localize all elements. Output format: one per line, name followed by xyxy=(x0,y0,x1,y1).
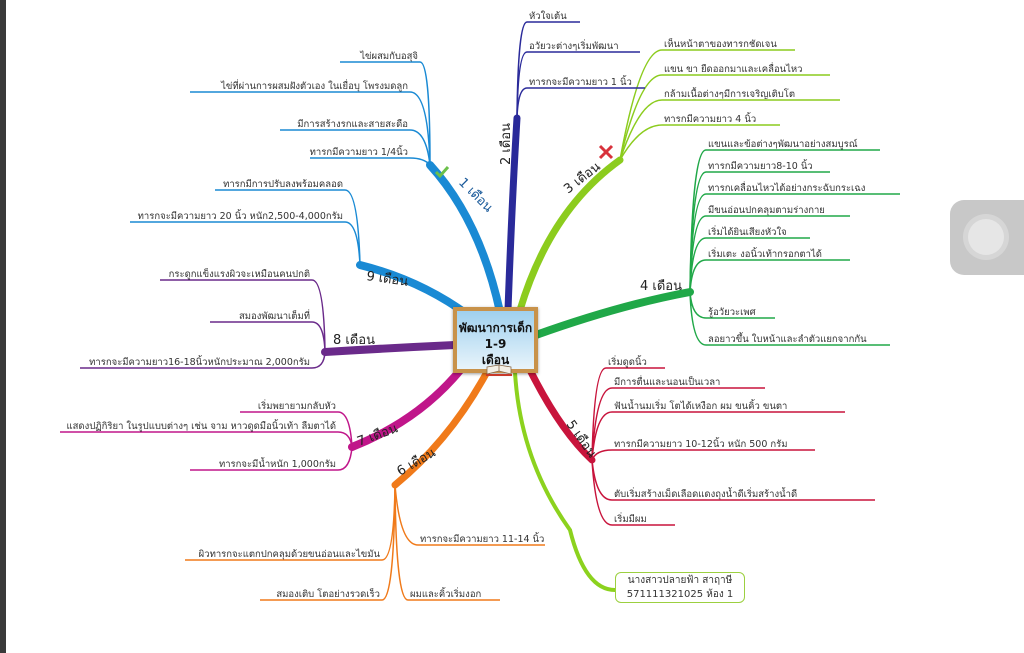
item-m9-0: ทารกมีการปรับลงพร้อมคลอด xyxy=(223,178,343,190)
item-m5-5: เริ่มมีผม xyxy=(614,512,647,525)
item-m7-0: เริ่มพยายามกลับหัว xyxy=(258,399,336,412)
sub-branch xyxy=(280,129,431,166)
sub-branch xyxy=(516,87,645,119)
central-title-line1: พัฒนาการเด็ก 1-9 xyxy=(458,321,533,351)
label-2-month[interactable]: 2 เดือน xyxy=(498,123,514,165)
item-m2-0: หัวใจเต้น xyxy=(529,10,567,22)
author-id: 571111321025 ห้อง 1 xyxy=(626,589,734,600)
item-m9-1: ทารกจะมีความยาว 20 นิ้ว หนัก2,500-4,000ก… xyxy=(138,209,343,222)
sub-branch xyxy=(310,157,431,166)
branch-5-month[interactable] xyxy=(526,366,596,464)
label-6-month[interactable]: 6 เดือน xyxy=(394,445,438,480)
cross-icon xyxy=(598,144,614,160)
sub-branch xyxy=(591,367,665,461)
sub-branch xyxy=(516,21,580,119)
item-m5-1: มีการตื่นและนอนเป็นเวลา xyxy=(614,375,720,388)
branch-6-month[interactable] xyxy=(391,368,491,489)
branch-note[interactable] xyxy=(513,370,617,592)
sub-branch xyxy=(130,221,361,266)
item-m5-2: ฟันน้ำนมเริ่ม โตได้เหงือก ผม ขนคิ้ว ขนตา xyxy=(614,399,787,412)
item-m2-2: ทารกจะมีความยาว 1 นิ้ว xyxy=(529,75,632,88)
item-m4-2: ทารกเคลื่อนไหวได้อย่างกระฉับกระเฉง xyxy=(708,181,865,194)
sub-branch xyxy=(190,91,431,166)
branch-2-month[interactable] xyxy=(504,114,521,314)
branch-8-month[interactable] xyxy=(321,341,459,356)
item-m4-7: ลอยาวขึ้น ใบหน้าและลำตัวแยกจากกัน xyxy=(708,332,867,345)
label-8-month[interactable]: 8 เดือน xyxy=(333,332,375,348)
sub-branch xyxy=(619,49,795,161)
item-m3-1: แขน ขา ยืดออกมาและเคลื่อนไหว xyxy=(664,62,803,75)
label-9-month[interactable]: 9 เดือน xyxy=(365,268,409,290)
author-name: นางสาวปลายฟ้า สาฤาษี xyxy=(627,575,733,586)
item-m6-2: ผมและคิ้วเริ่มงอก xyxy=(410,587,482,600)
sub-branch xyxy=(190,446,353,471)
item-m8-1: สมองพัฒนาเต็มที่ xyxy=(239,309,310,322)
window-edge xyxy=(0,0,6,653)
item-m1-2: มีการสร้างรกและสายสะดือ xyxy=(297,118,408,130)
item-m5-4: ตับเริ่มสร้างเม็ดเลือดแดงถุงน้ำดีเริ่มสร… xyxy=(614,487,797,500)
item-m5-3: ทารกมีความยาว 10-12นิ้ว หนัก 500 กรัม xyxy=(614,437,788,450)
item-m8-2: ทารกจะมีความยาว16-18นิ้วหนักประมาณ 2,000… xyxy=(89,355,310,368)
home-circle-icon xyxy=(968,219,1004,255)
branch-7-month[interactable] xyxy=(348,364,466,451)
author-note[interactable]: นางสาวปลายฟ้า สาฤาษี 571111321025 ห้อง 1 xyxy=(615,572,745,603)
item-m3-0: เห็นหน้าตาของทารกชัดเจน xyxy=(664,37,777,50)
sub-branch xyxy=(80,351,326,369)
sub-branch xyxy=(160,279,326,353)
item-m8-0: กระดูกแข็งแรงผิวจะเหมือนคนปกติ xyxy=(169,267,310,280)
item-m3-3: ทารกมีความยาว 4 นิ้ว xyxy=(664,112,756,125)
sub-branch xyxy=(394,484,545,546)
item-m4-4: เริ่มได้ยินเสียงหัวใจ xyxy=(708,225,787,238)
item-m4-5: เริ่มเตะ งอนิ้วเท้ากรอกตาได้ xyxy=(708,247,822,260)
branch-3-month[interactable] xyxy=(516,156,624,314)
book-icon xyxy=(486,364,512,376)
sub-branch xyxy=(60,431,353,448)
item-m4-1: ทารกมีความยาว8-10 นิ้ว xyxy=(708,159,813,172)
sub-branch xyxy=(591,449,815,461)
sub-branch xyxy=(689,259,850,293)
item-m7-1: แสดงปฏิกิริยา ในรูปแบบต่างๆ เช่น จาม หาว… xyxy=(67,419,336,432)
item-m6-1: สมองเติบ โตอย่างรวดเร็ว xyxy=(276,587,380,600)
item-m5-0: เริ่มดูดนิ้ว xyxy=(608,355,647,368)
item-m4-0: แขนและข้อต่างๆพัฒนาอย่างสมบูรณ์ xyxy=(708,138,858,150)
sub-branch xyxy=(619,124,780,161)
item-m2-1: อวัยวะต่างๆเริ่มพัฒนา xyxy=(529,39,619,52)
sub-branch xyxy=(260,484,396,601)
sub-branch xyxy=(619,99,840,161)
sub-branch xyxy=(591,459,675,526)
sub-branch xyxy=(689,237,810,293)
sub-branch xyxy=(240,411,353,448)
item-m1-3: ทารกมีความยาว 1/4นิ้ว xyxy=(310,145,408,158)
sub-branch xyxy=(394,484,500,601)
sub-branch xyxy=(210,321,326,353)
item-m6-3: ทารกจะมีความยาว 11-14 นิ้ว xyxy=(420,532,544,545)
item-m4-6: รู้อวัยวะเพศ xyxy=(708,307,756,318)
sub-branch xyxy=(340,61,431,166)
sub-branch xyxy=(516,51,640,119)
label-4-month[interactable]: 4 เดือน xyxy=(640,278,682,294)
sub-branch xyxy=(215,189,361,266)
sub-branch xyxy=(689,291,890,346)
central-title-line2: เดือน xyxy=(481,353,510,367)
item-m1-1: ไข่ที่ผ่านการผสมฝังตัวเอง ในเยื่อบุ โพรง… xyxy=(220,79,408,92)
check-icon xyxy=(434,166,450,179)
branch-4-month[interactable] xyxy=(532,288,694,339)
item-m3-2: กล้ามเนื้อต่างๆมีการเจริญเติบโต xyxy=(664,87,795,100)
item-m6-0: ผิวทารกจะแตกปกคลุมด้วยขนอ่อนและไขมัน xyxy=(198,548,380,560)
sub-branch xyxy=(591,411,845,461)
central-topic[interactable]: พัฒนาการเด็ก 1-9 เดือน xyxy=(453,307,538,373)
branch-1-month[interactable] xyxy=(426,161,504,316)
item-m7-2: ทารกจะมีน้ำหนัก 1,000กรัม xyxy=(219,457,336,470)
sub-branch xyxy=(619,74,830,161)
label-7-month[interactable]: 7 เดือน xyxy=(355,420,400,449)
item-m4-3: มีขนอ่อนปกคลุมตามร่างกาย xyxy=(708,204,825,216)
item-m1-0: ไข่ผสมกับอสุจิ xyxy=(359,50,418,62)
assistive-touch-button[interactable] xyxy=(950,200,1024,275)
